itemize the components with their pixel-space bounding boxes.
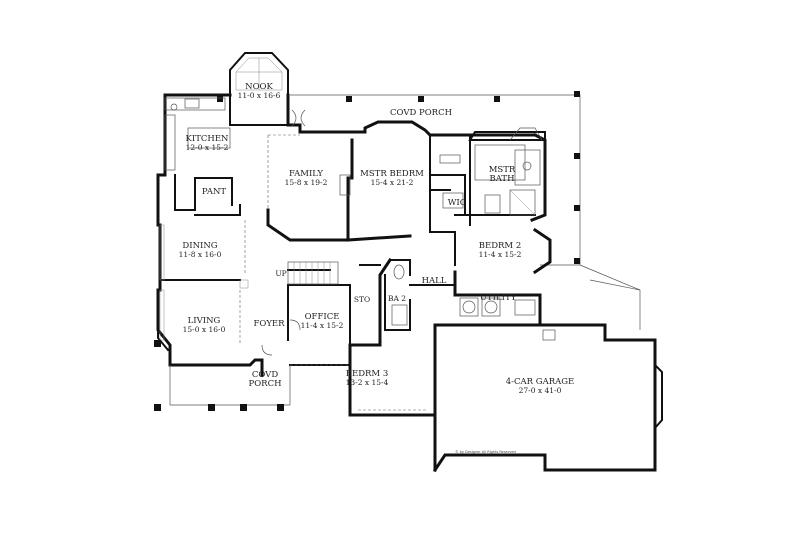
dims-garage: 27-0 x 41-0: [519, 386, 562, 395]
label-dining: DINING: [182, 241, 217, 251]
label-bedroom-3: BEDRM 3: [346, 369, 388, 379]
label-kitchen: KITCHEN: [186, 134, 229, 144]
exterior-walls: [156, 93, 657, 473]
label-bedroom-2: BEDRM 2: [479, 241, 521, 251]
label-family: FAMILY: [289, 169, 323, 179]
dims-master-bedroom: 15-4 x 21-2: [371, 178, 414, 187]
front-porch: [154, 340, 350, 411]
label-foyer: FOYER: [253, 319, 285, 329]
label-storage: STO: [354, 295, 370, 304]
garage-window: [653, 363, 663, 430]
kitchen-fixtures: [164, 97, 231, 171]
label-bath-2: BA 2: [388, 294, 406, 303]
label-utility: UTILITY: [480, 293, 517, 303]
label-rear-porch: COVD PORCH: [390, 108, 452, 118]
label-garage: 4-CAR GARAGE: [506, 377, 575, 387]
label-front-porch-2: PORCH: [248, 379, 281, 389]
copyright-note: © by Designer All Rights Reserved: [455, 450, 516, 454]
dims-office: 11-4 x 15-2: [301, 321, 344, 330]
dims-nook: 11-0 x 16-6: [238, 91, 281, 100]
room-labels: NOOK 11-0 x 16-6 KITCHEN 12-0 x 15-2 PAN…: [179, 82, 575, 454]
dims-dining: 11-8 x 16-0: [179, 250, 222, 259]
label-up: UP: [275, 269, 286, 278]
label-nook: NOOK: [245, 82, 273, 92]
office-features: [261, 319, 301, 356]
dims-kitchen: 12-0 x 15-2: [186, 143, 229, 152]
label-master-bedroom: MSTR BEDRM: [360, 169, 424, 179]
stairs: [287, 261, 339, 285]
dims-living: 15-0 x 16-0: [183, 325, 226, 334]
label-office: OFFICE: [305, 312, 340, 322]
master-bath-fixtures: [439, 127, 546, 216]
label-pantry: PANT: [202, 187, 227, 197]
label-hall: HALL: [422, 276, 447, 286]
rear-porch-outline: [217, 91, 641, 330]
label-master-bath-1: MSTR: [489, 165, 516, 175]
label-wic: WIC: [448, 198, 467, 208]
dims-family: 15-8 x 19-2: [285, 178, 328, 187]
dims-bedroom-3: 13-2 x 15-4: [346, 378, 389, 387]
label-master-bath-2: BATH: [489, 174, 514, 184]
label-living: LIVING: [188, 316, 221, 326]
utility-fixtures: [391, 264, 556, 341]
label-front-porch-1: COVD: [252, 370, 278, 380]
family-features: [267, 109, 351, 210]
dims-bedroom-2: 11-4 x 15-2: [479, 250, 522, 259]
dining-living-features: [159, 220, 249, 345]
nook-bay: [229, 52, 289, 126]
